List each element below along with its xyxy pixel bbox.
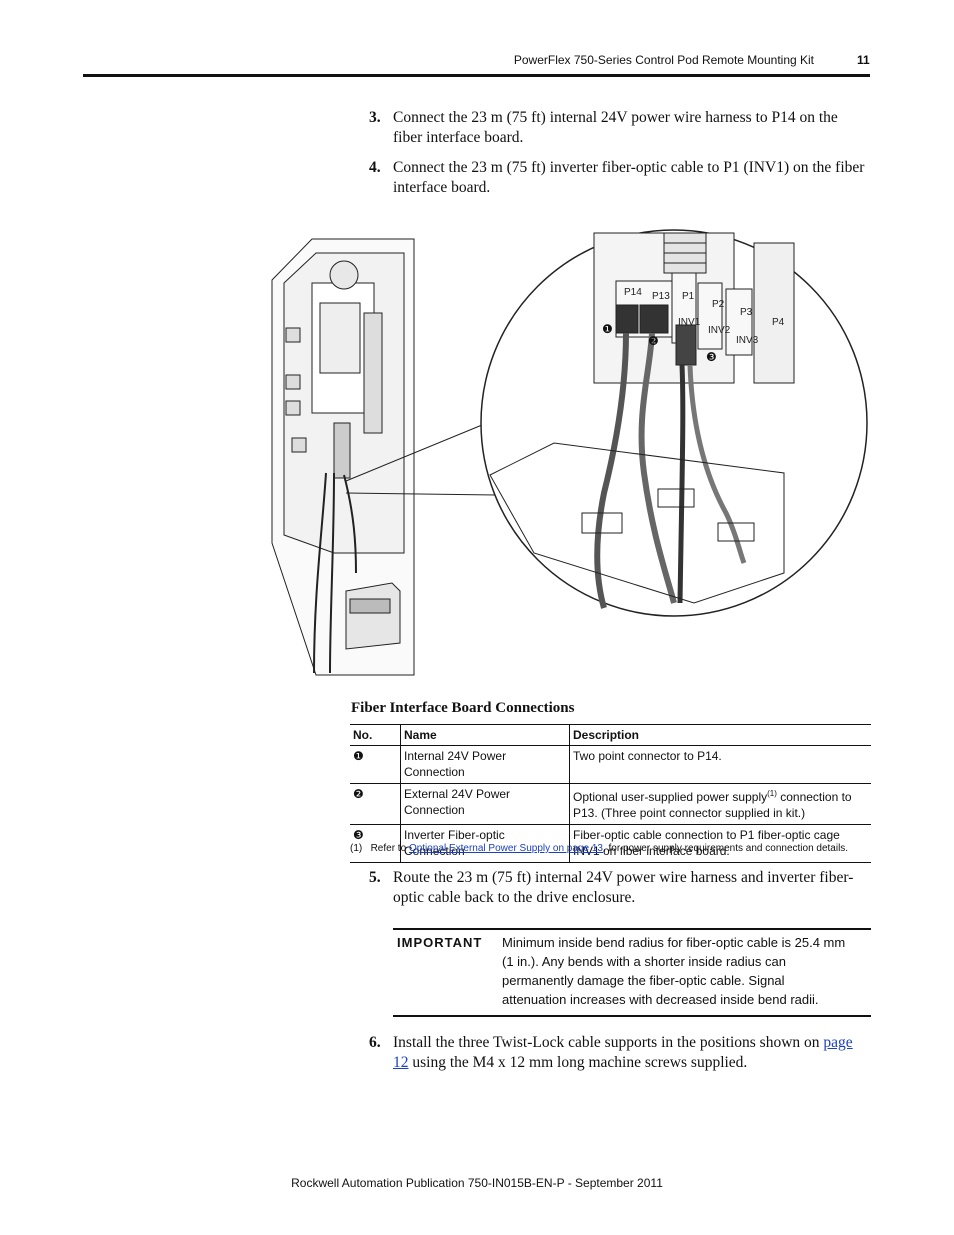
row-no: ❷	[350, 783, 401, 825]
header-rule	[83, 74, 870, 77]
step-number: 4.	[369, 159, 381, 176]
footer-publication: Rockwell Automation Publication 750-IN01…	[291, 1176, 663, 1190]
step-number: 6.	[369, 1034, 381, 1051]
page-12-link[interactable]: page 12	[393, 1034, 853, 1071]
desc-part: Optional user-supplied power supply	[573, 790, 768, 804]
label-p13: P13	[652, 291, 670, 302]
callout-1: ❶	[602, 322, 613, 336]
row-name: Inverter Fiber-optic Connection	[400, 824, 570, 863]
footnote-ref: (1)	[767, 789, 777, 798]
label-inv3: INV3	[736, 335, 759, 346]
callout-3: ❸	[706, 350, 717, 364]
connections-table: No. Name Description ❶ Internal 24V Powe…	[350, 724, 871, 863]
step-text: Connect the 23 m (75 ft) internal 24V po…	[393, 109, 838, 146]
step-text: Install the three Twist-Lock cable suppo…	[393, 1033, 869, 1073]
table-row: ❶ Internal 24V Power Connection Two poin…	[350, 745, 871, 784]
desc-part: connection to P13. (Three point connecto…	[573, 790, 852, 820]
footnote-pre: Refer to	[370, 843, 409, 854]
wiring-illustration: P14 P13 P1 P2 P3 P4 INV1 INV2 INV3 ❶ ❷ ❸	[271, 229, 868, 676]
step-4: 4. Connect the 23 m (75 ft) inverter fib…	[369, 158, 869, 198]
label-p14: P14	[624, 287, 642, 298]
table-row: ❸ Inverter Fiber-optic Connection Fiber-…	[350, 824, 871, 863]
header-name: Name	[400, 724, 570, 746]
header-description: Description	[569, 724, 871, 746]
row-name: Internal 24V Power Connection	[400, 745, 570, 784]
table-caption: Fiber Interface Board Connections	[351, 700, 575, 716]
step6-post: using the M4 x 12 mm long machine screws…	[408, 1054, 748, 1071]
label-p1: P1	[682, 291, 695, 302]
row-name: External 24V Power Connection	[400, 783, 570, 825]
footnote-post: , for power supply requirements and conn…	[602, 843, 849, 854]
step6-pre: Install the three Twist-Lock cable suppo…	[393, 1034, 824, 1051]
important-box: IMPORTANT Minimum inside bend radius for…	[393, 928, 871, 1017]
step-6: 6. Install the three Twist-Lock cable su…	[369, 1033, 869, 1073]
important-label: IMPORTANT	[397, 935, 483, 950]
table-row: ❷ External 24V Power Connection Optional…	[350, 783, 871, 825]
row-description: Fiber-optic cable connection to P1 fiber…	[569, 824, 871, 863]
footnote-link[interactable]: Optional External Power Supply on page 1…	[408, 843, 603, 854]
row-description: Optional user-supplied power supply(1) c…	[569, 783, 871, 825]
label-inv2: INV2	[708, 325, 731, 336]
step-3: 3. Connect the 23 m (75 ft) internal 24V…	[369, 108, 869, 148]
row-description: Two point connector to P14.	[569, 745, 871, 784]
callout-2: ❷	[648, 334, 659, 348]
footnote-marker: (1)	[350, 843, 363, 854]
step-text: Connect the 23 m (75 ft) inverter fiber-…	[393, 159, 865, 196]
footnote: (1) Refer to Optional External Power Sup…	[350, 843, 848, 854]
header-title: PowerFlex 750-Series Control Pod Remote …	[513, 53, 814, 67]
row-no: ❸	[350, 824, 401, 863]
label-inv1: INV1	[678, 317, 701, 328]
header-no: No.	[350, 724, 401, 746]
step-5: 5. Route the 23 m (75 ft) internal 24V p…	[369, 868, 869, 908]
step-number: 3.	[369, 109, 381, 126]
label-p3: P3	[740, 307, 753, 318]
table-header-row: No. Name Description	[350, 724, 871, 746]
label-p2: P2	[712, 299, 725, 310]
step-text: Route the 23 m (75 ft) internal 24V powe…	[393, 869, 854, 906]
step-number: 5.	[369, 869, 381, 886]
page-number: 11	[857, 53, 870, 67]
important-text: Minimum inside bend radius for fiber-opt…	[502, 935, 846, 1007]
label-p4: P4	[772, 317, 785, 328]
row-no: ❶	[350, 745, 401, 784]
